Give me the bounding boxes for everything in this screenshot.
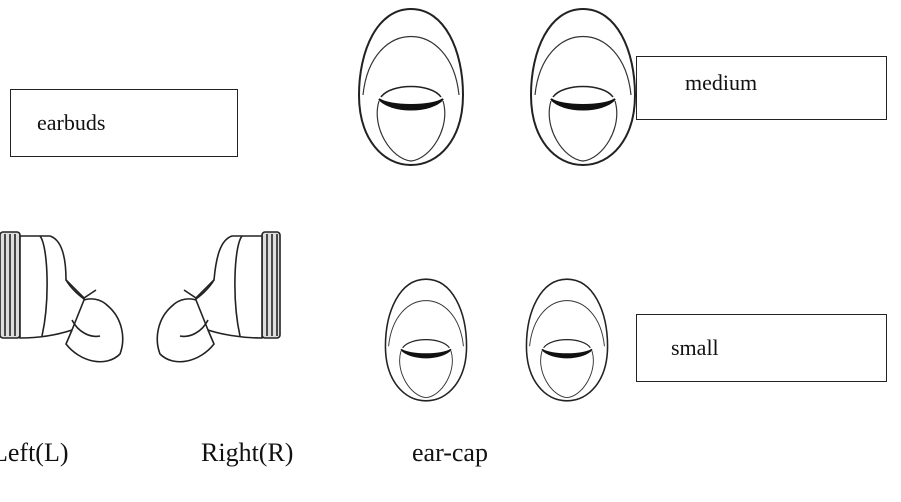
left-earbud-caption: Left(L) [0, 438, 69, 467]
small-label-box: small [636, 314, 887, 382]
medium-label-box: medium [636, 56, 887, 120]
right-earbud-caption: Right(R) [201, 438, 294, 467]
ear-cap-caption: ear-cap [412, 438, 488, 467]
earbuds-label: earbuds [37, 110, 106, 135]
earbuds-label-box: earbuds [10, 89, 238, 157]
right-earbud [156, 231, 281, 363]
left-earbud [0, 231, 124, 363]
small-label: small [671, 335, 719, 360]
medium-label: medium [685, 70, 758, 95]
